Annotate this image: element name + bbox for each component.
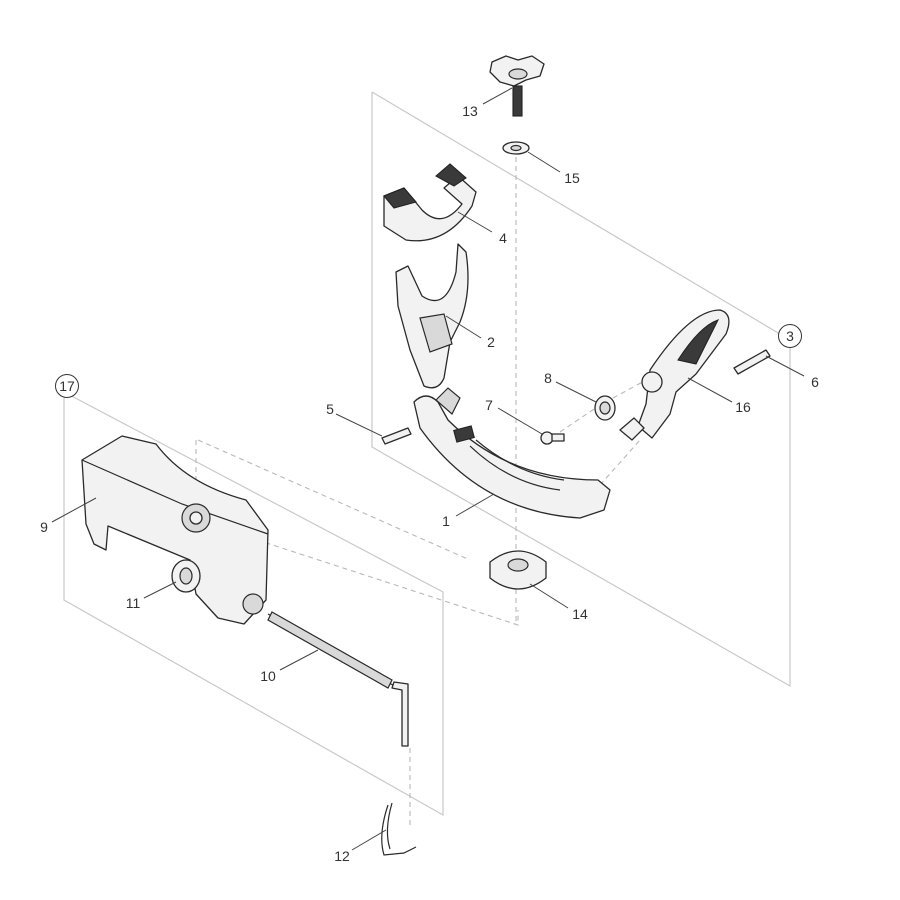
leader-1 <box>455 493 495 517</box>
leader-16 <box>687 377 733 403</box>
leader-9 <box>51 497 97 523</box>
wheel-part-11 <box>171 559 201 593</box>
leader-12 <box>351 829 387 851</box>
washer-part-15 <box>502 141 530 155</box>
leader-10 <box>279 649 319 671</box>
group-label-3-text: 3 <box>786 328 794 344</box>
part-label-16: 16 <box>735 399 751 415</box>
leader-13 <box>482 87 513 105</box>
fork-holder-part-2 <box>395 243 469 389</box>
part-label-14: 14 <box>572 606 588 622</box>
curved-arm-part-1 <box>413 387 611 519</box>
part-label-12: 12 <box>334 848 350 864</box>
assembly-frame-17 <box>63 391 444 817</box>
leader-14 <box>529 583 569 609</box>
clamp-body-part-9 <box>81 435 269 625</box>
leader-4 <box>457 211 493 233</box>
leader-6 <box>765 355 805 377</box>
part-label-4: 4 <box>499 230 507 246</box>
wing-knob-part-13 <box>489 55 545 117</box>
leader-15 <box>527 151 561 173</box>
spring-rod-part-10 <box>267 611 409 747</box>
part-label-7: 7 <box>485 397 493 413</box>
group-label-17-text: 17 <box>59 378 75 394</box>
leader-11 <box>143 581 177 599</box>
part-label-15: 15 <box>564 170 580 186</box>
leader-8 <box>555 381 597 403</box>
part-label-8: 8 <box>544 370 552 386</box>
leader-7 <box>497 407 543 435</box>
nut-part-8 <box>594 395 616 421</box>
swivel-arm-part-16 <box>619 309 730 441</box>
leader-5 <box>335 413 383 437</box>
pin-part-7 <box>540 431 565 445</box>
group-label-17: 17 <box>55 374 79 398</box>
part-label-6: 6 <box>811 374 819 390</box>
leader-2 <box>445 315 482 339</box>
part-label-11: 11 <box>125 595 141 611</box>
pin-part-5 <box>381 427 412 445</box>
part-label-1: 1 <box>442 513 450 529</box>
part-label-13: 13 <box>462 103 478 119</box>
axis-line-pin <box>197 439 471 561</box>
collar-part-14 <box>489 550 547 590</box>
fork-clip-part-4 <box>383 163 477 242</box>
part-label-9: 9 <box>40 519 48 535</box>
part-label-5: 5 <box>326 401 334 417</box>
part-label-10: 10 <box>260 668 276 684</box>
part-label-2: 2 <box>487 334 495 350</box>
pin-part-6 <box>733 349 771 375</box>
wire-clip-part-12 <box>381 802 417 856</box>
group-label-3: 3 <box>778 324 802 348</box>
assembly-frame-3 <box>371 91 791 688</box>
axis-line-arm <box>599 439 641 486</box>
